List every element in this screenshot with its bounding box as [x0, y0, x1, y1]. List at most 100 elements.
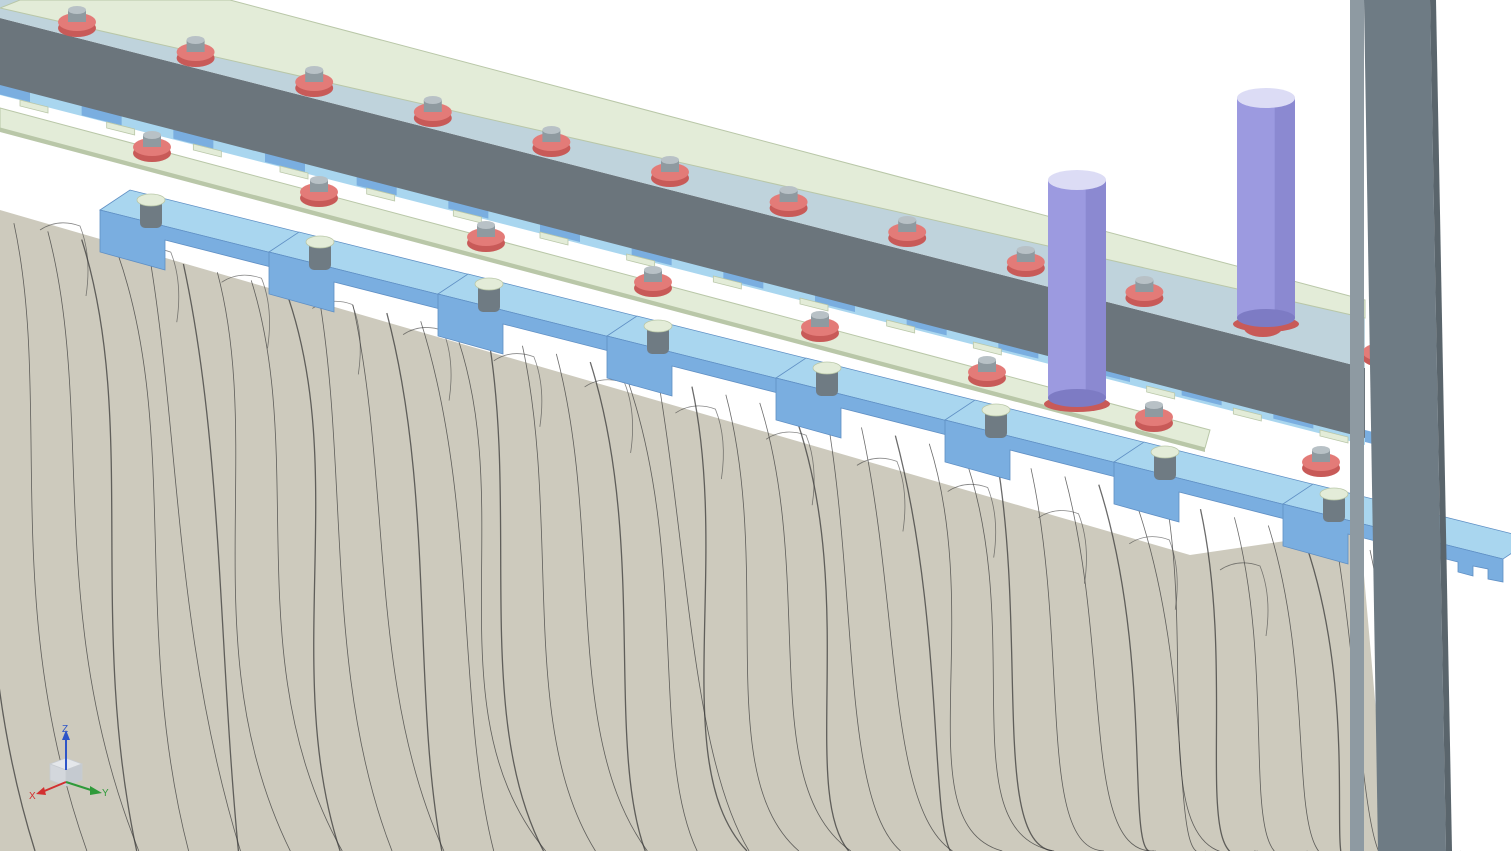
fabric-fold-line	[827, 419, 901, 851]
bolt-head	[186, 36, 205, 44]
bolt	[176, 36, 215, 67]
rear-spacer	[886, 319, 916, 334]
bolt-head	[978, 356, 996, 364]
clamp-washer	[305, 235, 335, 249]
fabric-pleat-top	[1129, 536, 1178, 610]
beam-front-face	[0, 18, 1365, 438]
clamp-washer	[812, 361, 842, 375]
bolt	[58, 6, 96, 37]
fabric-pleat-top	[856, 457, 906, 532]
cylinder-shade	[1274, 98, 1295, 318]
fabric-fold-line	[1234, 517, 1308, 851]
y-axis-arrow	[90, 786, 102, 795]
fabric-fold-line	[996, 460, 1053, 851]
cylinder-set	[1044, 88, 1299, 412]
fabric-pleat-top	[493, 353, 543, 427]
fabric-pleat-top	[221, 274, 270, 349]
fabric-fold-line	[1267, 525, 1360, 851]
rear-spacer	[1232, 407, 1262, 422]
x-axis-arrow	[36, 787, 46, 795]
rear-spacer	[192, 143, 222, 158]
rear-spacer	[712, 275, 742, 290]
rear-clamp-segment	[81, 103, 122, 126]
rear-spacer	[1146, 385, 1176, 400]
bolt-head	[779, 186, 798, 194]
clamp-washer	[981, 403, 1011, 417]
rear-spacer	[799, 297, 829, 312]
fabric-pleat-top	[1219, 562, 1269, 637]
fabric-panel	[0, 210, 1461, 851]
fabric-fold-line	[487, 337, 545, 851]
fabric-fold-line	[386, 312, 443, 851]
bolt-head	[423, 96, 442, 104]
bolt	[1135, 401, 1173, 432]
x-axis-label: X	[29, 791, 36, 802]
fabric-fold-line	[454, 329, 546, 851]
fabric-fold-line	[420, 321, 495, 851]
fabric-fold-line	[759, 402, 851, 851]
bolt-head	[68, 6, 86, 14]
fabric-fold-line	[1301, 533, 1358, 851]
bolt	[300, 176, 338, 207]
bolt	[769, 186, 808, 217]
fabric-fold-line	[115, 247, 189, 851]
x-axis-line	[41, 781, 67, 793]
front-rail-edge	[0, 128, 1205, 452]
clamp-washer	[136, 193, 166, 207]
bolt-head	[898, 216, 917, 224]
bolt	[1006, 246, 1045, 277]
cylinder-shade	[1085, 180, 1106, 398]
bolt	[1302, 446, 1340, 477]
fabric-fold-line	[1064, 476, 1156, 851]
bolt	[467, 221, 505, 252]
fabric-fold-line	[623, 370, 698, 851]
fabric-fold-line	[725, 394, 800, 851]
bolt-head	[811, 311, 829, 319]
rear-spacer	[972, 341, 1002, 356]
bolt-head	[1135, 276, 1154, 284]
z-axis-label: Z	[62, 724, 68, 735]
fabric-surface	[0, 210, 1390, 851]
cylinder-cap	[1048, 170, 1106, 190]
fabric-fold-line	[0, 688, 36, 851]
bolt	[413, 96, 452, 127]
fabric-fold-line	[861, 427, 953, 851]
bolt-head	[1016, 246, 1035, 254]
bolt-head	[305, 66, 324, 74]
bolt-head	[143, 131, 161, 139]
rear-spacer	[279, 165, 309, 180]
fabric-fold-line	[522, 345, 596, 851]
fabric-fold-line	[216, 272, 291, 851]
fabric-pleat-top	[765, 431, 815, 506]
fabric-fold-line	[928, 443, 1003, 851]
post-edge	[1430, 0, 1452, 851]
fabric-fold-line	[894, 435, 951, 851]
bolt	[801, 311, 839, 342]
clamp-washer	[1150, 445, 1180, 459]
rear-spacer	[1319, 429, 1349, 444]
fabric-fold-line	[182, 263, 240, 851]
bolt	[532, 126, 571, 157]
bolt	[651, 156, 689, 187]
top-rail-surface	[0, 0, 1366, 319]
rear-spacer	[19, 99, 49, 114]
fabric-fold-line	[1030, 468, 1104, 851]
y-axis-line	[65, 781, 95, 792]
fabric-fold-line	[149, 255, 241, 851]
triad-cube-right	[65, 763, 83, 787]
alignment-cylinder	[1044, 170, 1110, 412]
fabric-fold-line	[1335, 541, 1410, 851]
fabric-pleat-top	[39, 222, 89, 297]
fabric-pleat-top	[675, 405, 724, 480]
fabric-fold-line	[47, 231, 140, 851]
clamp-washer	[1319, 487, 1349, 501]
cylinder-bottom	[1237, 309, 1295, 327]
bolt	[1125, 276, 1164, 307]
rear-spacer	[366, 187, 396, 202]
bolt	[295, 66, 334, 97]
bolt-head	[1145, 401, 1163, 409]
clamp-washer	[643, 319, 673, 333]
fabric-fold-line	[352, 304, 445, 851]
